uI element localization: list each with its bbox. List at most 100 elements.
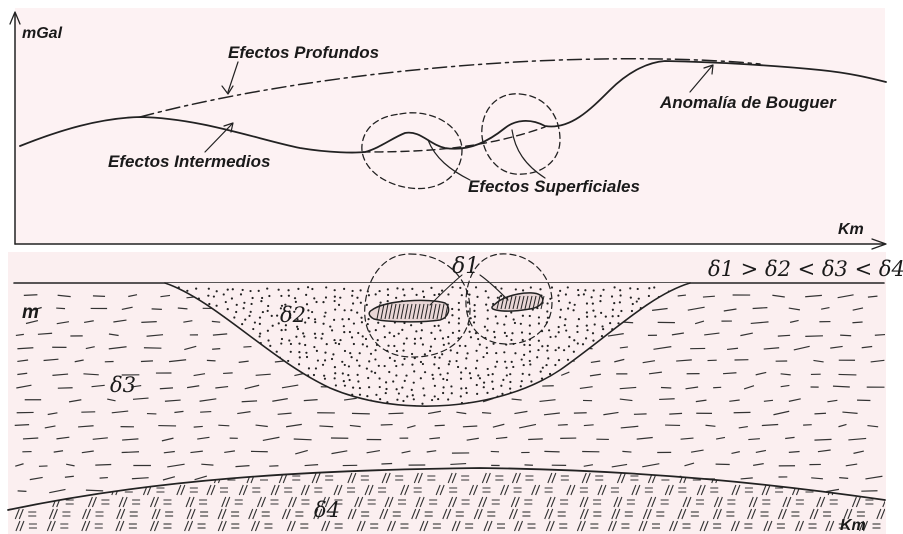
basin-dot bbox=[475, 367, 477, 369]
basin-dot bbox=[315, 367, 317, 369]
basin-dot bbox=[287, 289, 289, 291]
basin-dot bbox=[617, 315, 619, 317]
basin-dot bbox=[509, 388, 511, 390]
basin-dot bbox=[403, 294, 405, 296]
basin-dot bbox=[586, 302, 588, 304]
basin-dot bbox=[487, 318, 489, 320]
x-axis-label-bottom: Km bbox=[840, 517, 866, 534]
basin-dot bbox=[620, 310, 622, 312]
basin-dot bbox=[353, 343, 355, 345]
basin-dot bbox=[347, 374, 349, 376]
basin-dot bbox=[557, 294, 559, 296]
basin-dot bbox=[558, 359, 560, 361]
basin-dot bbox=[244, 319, 246, 321]
basin-dot bbox=[248, 315, 250, 317]
basin-dot bbox=[456, 352, 458, 354]
basin-dot bbox=[434, 385, 436, 387]
basin-dot bbox=[599, 300, 601, 302]
strata-dash bbox=[24, 295, 38, 296]
basin-dot bbox=[324, 352, 326, 354]
basin-dot bbox=[366, 345, 368, 347]
basin-dot bbox=[439, 329, 441, 331]
basin-dot bbox=[630, 297, 632, 299]
basin-dot bbox=[460, 378, 462, 380]
basin-dot bbox=[394, 360, 396, 362]
basin-dot bbox=[413, 370, 415, 372]
strata-dash bbox=[482, 413, 491, 414]
basin-dot bbox=[558, 300, 560, 302]
basin-dot bbox=[465, 387, 467, 389]
basin-dot bbox=[548, 329, 550, 331]
basin-dot bbox=[294, 297, 296, 299]
basin-dot bbox=[334, 300, 336, 302]
basin-dot bbox=[501, 393, 503, 395]
basin-dot bbox=[450, 385, 452, 387]
basin-dot bbox=[208, 303, 210, 305]
basin-dot bbox=[442, 392, 444, 394]
basin-dot bbox=[470, 317, 472, 319]
basin-dot bbox=[539, 288, 541, 290]
basin-dot bbox=[288, 295, 290, 297]
basin-dot bbox=[303, 335, 305, 337]
basin-dot bbox=[325, 296, 327, 298]
basin-dot bbox=[241, 323, 243, 325]
basin-dot bbox=[349, 352, 351, 354]
basin-dot bbox=[572, 309, 574, 311]
basin-dot bbox=[546, 310, 548, 312]
basin-dot bbox=[549, 336, 551, 338]
basin-dot bbox=[520, 323, 522, 325]
basin-dot bbox=[592, 303, 594, 305]
basin-dot bbox=[378, 365, 380, 367]
basin-dot bbox=[231, 297, 233, 299]
basin-dot bbox=[389, 357, 391, 359]
basin-dot bbox=[250, 303, 252, 305]
basin-dot bbox=[451, 314, 453, 316]
basin-dot bbox=[242, 289, 244, 291]
basin-dot bbox=[500, 287, 502, 289]
basin-dot bbox=[351, 290, 353, 292]
bottom-panel: δ1 > δ2 < δ3 < δ4 m δ1 δ2 δ3 δ4 Km bbox=[8, 252, 903, 534]
basin-dot bbox=[611, 295, 613, 297]
basin-dot bbox=[619, 289, 621, 291]
basin-dot bbox=[560, 309, 562, 311]
basin-dot bbox=[360, 289, 362, 291]
basin-dot bbox=[375, 329, 377, 331]
basin-dot bbox=[629, 287, 631, 289]
basin-dot bbox=[460, 387, 462, 389]
basin-dot bbox=[545, 364, 547, 366]
basin-dot bbox=[434, 395, 436, 397]
basin-dot bbox=[323, 315, 325, 317]
basin-dot bbox=[259, 323, 261, 325]
basin-dot bbox=[366, 395, 368, 397]
label-layer-m: m bbox=[22, 302, 39, 323]
basin-dot bbox=[401, 386, 403, 388]
basin-dot bbox=[601, 335, 603, 337]
basin-dot bbox=[521, 358, 523, 360]
strata-dash bbox=[852, 322, 862, 323]
basin-dot bbox=[261, 297, 263, 299]
basin-dot bbox=[493, 331, 495, 333]
basin-dot bbox=[365, 338, 367, 340]
basin-dot bbox=[422, 387, 424, 389]
basin-dot bbox=[522, 315, 524, 317]
basin-dot bbox=[323, 375, 325, 377]
basin-dot bbox=[474, 304, 476, 306]
basin-dot bbox=[505, 315, 507, 317]
strata-dash bbox=[814, 413, 826, 414]
basin-dot bbox=[405, 374, 407, 376]
basin-dot bbox=[357, 332, 359, 334]
basin-dot bbox=[576, 331, 578, 333]
basin-dot bbox=[357, 380, 359, 382]
basin-dot bbox=[576, 325, 578, 327]
basin-dot bbox=[315, 301, 317, 303]
basin-dot bbox=[451, 308, 453, 310]
basin-dot bbox=[413, 398, 415, 400]
basin-dot bbox=[567, 359, 569, 361]
basin-dot bbox=[322, 364, 324, 366]
basin-dot bbox=[415, 294, 417, 296]
basin-dot bbox=[396, 287, 398, 289]
basin-dot bbox=[437, 398, 439, 400]
basin-dot bbox=[538, 340, 540, 342]
basin-dot bbox=[460, 371, 462, 373]
basin-dot bbox=[352, 386, 354, 388]
